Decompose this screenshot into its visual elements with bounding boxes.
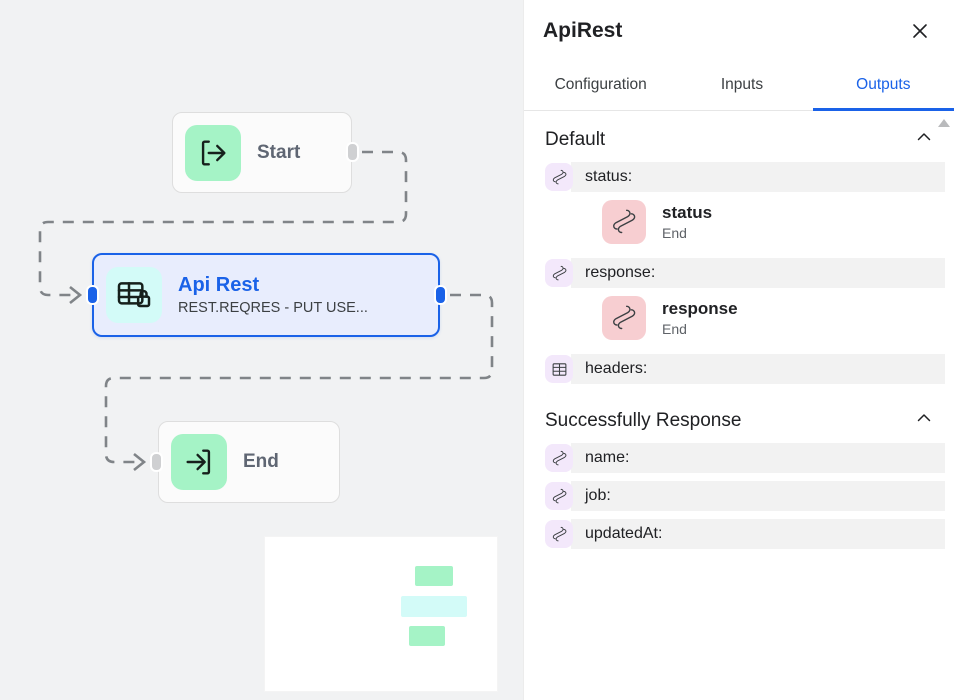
output-child-response-source: End <box>662 321 687 338</box>
output-row-updatedat-label: updatedAt: <box>571 519 945 549</box>
node-end-input-handle[interactable] <box>150 452 163 472</box>
node-end[interactable]: End <box>158 421 340 503</box>
output-child-response-title: response <box>662 298 738 318</box>
chevron-up-icon[interactable] <box>914 408 934 433</box>
minimap-node-apirest <box>401 596 467 617</box>
output-row-headers[interactable]: headers: <box>545 354 945 384</box>
output-row-response-label: response: <box>571 258 945 288</box>
canvas-minimap[interactable] <box>264 536 498 692</box>
tab-outputs-label: Outputs <box>856 76 911 93</box>
minimap-node-end <box>409 626 445 646</box>
output-row-name[interactable]: name: <box>545 443 945 473</box>
node-apirest-title: Api Rest <box>178 274 260 296</box>
output-row-headers-label: headers: <box>571 354 945 384</box>
script-variable-icon <box>545 520 573 548</box>
panel-tabs: Configuration Inputs Outputs <box>524 62 954 111</box>
table-lock-icon <box>106 267 162 323</box>
tab-inputs[interactable]: Inputs <box>671 62 812 111</box>
chevron-up-icon[interactable] <box>914 127 934 152</box>
output-row-response[interactable]: response: <box>545 258 945 288</box>
page-title: ApiRest <box>543 19 623 42</box>
outputs-list[interactable]: Default status: <box>524 111 954 700</box>
panel-header: ApiRest <box>524 0 954 62</box>
script-variable-icon <box>545 163 573 191</box>
script-variable-icon <box>545 259 573 287</box>
section-default-title: Default <box>545 128 606 150</box>
node-end-title: End <box>243 451 279 473</box>
output-child-status[interactable]: status End <box>602 200 954 244</box>
script-variable-icon <box>545 482 573 510</box>
node-apirest-input-handle[interactable] <box>86 285 99 305</box>
node-apirest-text: Api Rest REST.REQRES - PUT USE... <box>178 274 368 316</box>
output-child-response-text: response End <box>662 299 738 337</box>
output-row-name-label: name: <box>571 443 945 473</box>
minimap-node-start <box>415 566 453 586</box>
output-row-status-label: status: <box>571 162 945 192</box>
tab-inputs-label: Inputs <box>720 76 764 93</box>
output-row-updatedat[interactable]: updatedAt: <box>545 519 945 549</box>
tab-configuration[interactable]: Configuration <box>530 62 671 111</box>
output-child-status-source: End <box>662 225 687 242</box>
output-row-job-label: job: <box>571 481 945 511</box>
output-child-response[interactable]: response End <box>602 296 954 340</box>
node-end-text: End <box>243 451 279 473</box>
script-variable-icon <box>602 296 646 340</box>
section-successfully-response-header[interactable]: Successfully Response <box>524 392 954 443</box>
node-details-panel: ApiRest Configuration Inputs Outputs De <box>523 0 954 700</box>
node-apirest-output-handle[interactable] <box>434 285 447 305</box>
logout-arrow-icon <box>185 124 241 181</box>
node-start[interactable]: Start <box>172 112 352 193</box>
table-icon <box>545 355 573 383</box>
flow-canvas[interactable]: Start Api Rest REST.REQRES - PUT USE... <box>0 0 523 700</box>
tab-outputs[interactable]: Outputs <box>812 62 954 111</box>
node-start-text: Start <box>257 142 300 164</box>
tab-configuration-label: Configuration <box>554 76 647 93</box>
script-variable-icon <box>602 200 646 244</box>
node-start-title: Start <box>257 141 301 163</box>
output-row-status[interactable]: status: <box>545 162 945 192</box>
node-apirest[interactable]: Api Rest REST.REQRES - PUT USE... <box>92 253 440 337</box>
login-arrow-icon <box>171 434 227 490</box>
output-row-job[interactable]: job: <box>545 481 945 511</box>
scroll-up-caret-icon[interactable] <box>938 119 950 127</box>
script-variable-icon <box>545 444 573 472</box>
node-start-output-handle[interactable] <box>346 142 359 162</box>
node-apirest-subtitle: REST.REQRES - PUT USE... <box>178 300 368 316</box>
output-child-status-title: status <box>662 202 713 222</box>
close-icon[interactable] <box>905 16 935 46</box>
section-default-header[interactable]: Default <box>524 111 954 162</box>
output-child-status-text: status End <box>662 203 712 241</box>
section-successfully-response-title: Successfully Response <box>545 409 742 431</box>
